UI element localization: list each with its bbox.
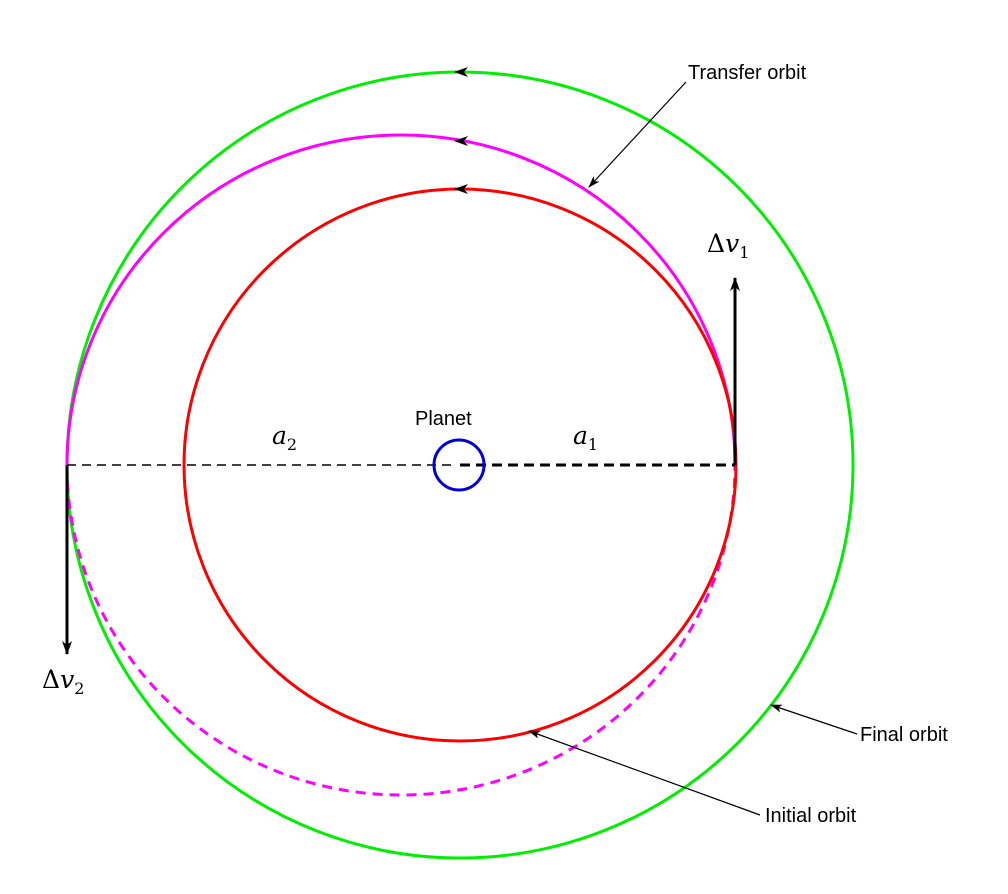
transfer-orbit-leader-line (588, 81, 687, 188)
transfer-orbit-upper-arc (65, 133, 737, 466)
transfer-orbit-direction-arrow (454, 136, 468, 146)
planet-label: Planet (415, 408, 472, 430)
initial-orbit-direction-arrow (454, 184, 468, 194)
a1-label: a1 (573, 421, 598, 454)
planet-circle (432, 438, 486, 492)
final-orbit-direction-arrow (454, 67, 468, 77)
final-orbit-label: Final orbit (860, 724, 948, 746)
final-orbit-leader-line (770, 704, 858, 735)
delta-v1-label: Δv1 (707, 229, 749, 262)
transfer-orbit-lower-dashed-arc (65, 464, 737, 797)
delta-v2-label: Δv2 (42, 665, 84, 698)
transfer-orbit-label: Transfer orbit (688, 62, 807, 84)
initial-orbit-label: Initial orbit (765, 805, 857, 827)
a2-label: a2 (272, 421, 297, 454)
initial-orbit-leader-line (528, 730, 761, 816)
